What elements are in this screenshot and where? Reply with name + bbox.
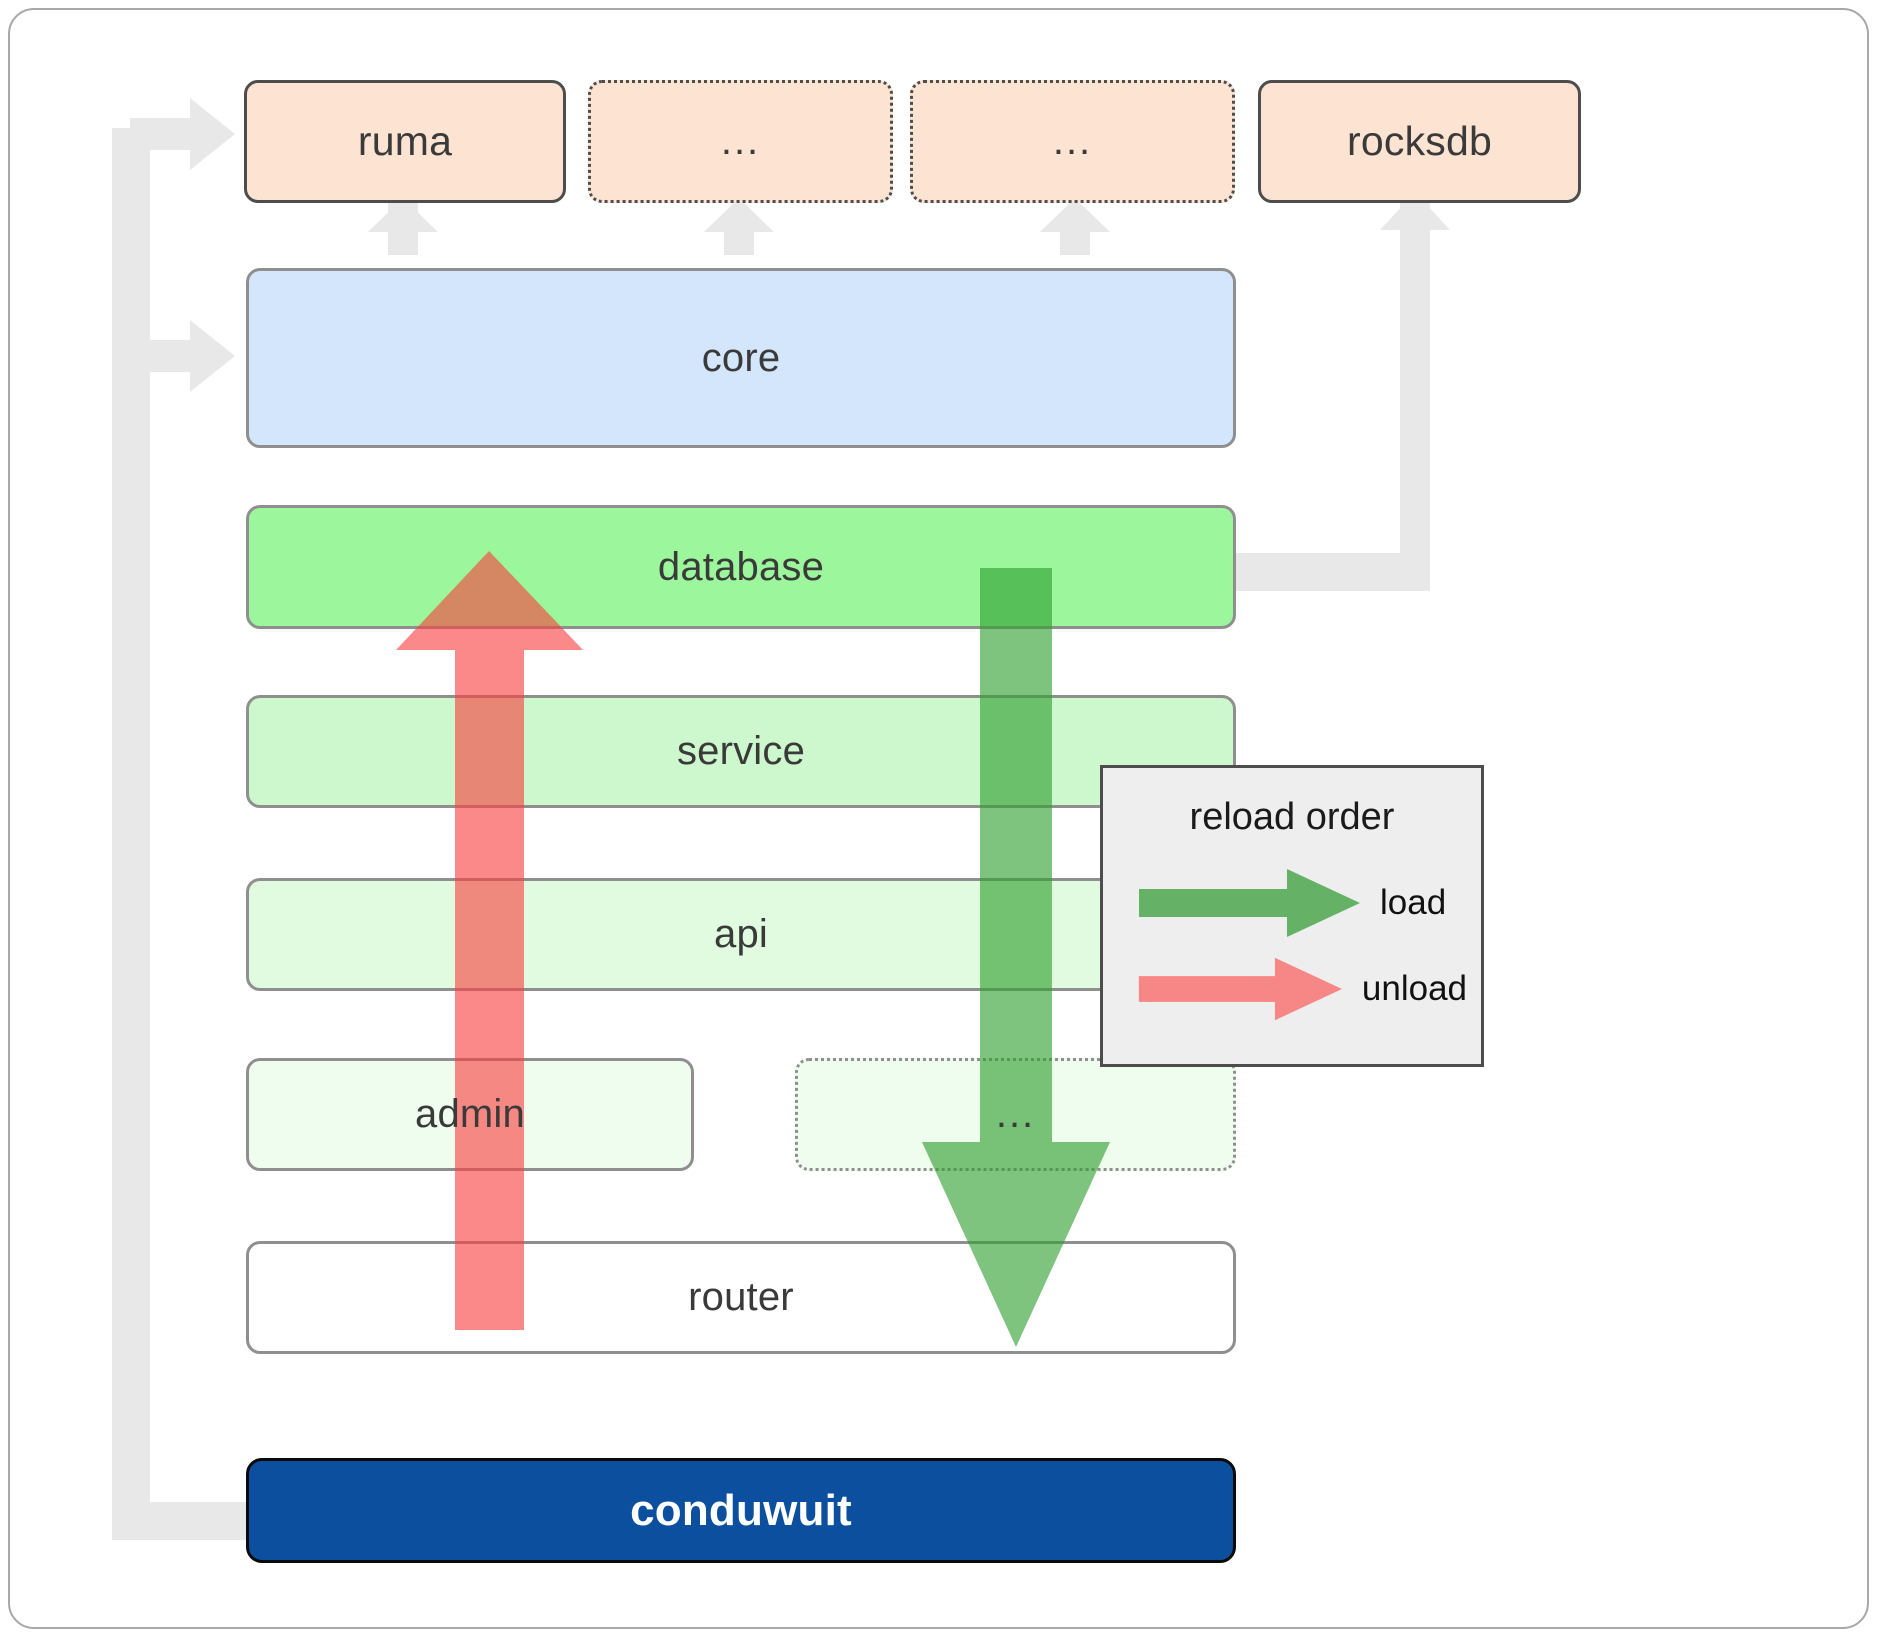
legend-load-arrow-icon [1139, 869, 1360, 937]
node-conduwuit[interactable]: conduwuit [246, 1458, 1236, 1563]
node-ext-placeholder-2[interactable]: ... [910, 80, 1235, 203]
node-core-label: core [701, 335, 781, 380]
legend-unload-label: unload [1361, 969, 1467, 1008]
node-router-label: router [688, 1275, 794, 1319]
node-admin-label: admin [415, 1092, 525, 1136]
legend-item-unload: unload [1137, 954, 1467, 1024]
legend-unload-arrow-icon [1138, 957, 1343, 1021]
node-ext-placeholder-2-label: ... [1052, 119, 1093, 163]
node-api[interactable]: api [246, 878, 1236, 991]
node-ruma-label: ruma [357, 118, 453, 164]
node-admin-placeholder-label: ... [995, 1092, 1036, 1136]
legend-item-load: load [1137, 868, 1467, 938]
legend-panel: reload order load unload [1100, 765, 1484, 1067]
node-ruma[interactable]: ruma [244, 80, 566, 203]
node-service[interactable]: service [246, 695, 1236, 808]
node-database[interactable]: database [246, 505, 1236, 629]
node-router[interactable]: router [246, 1241, 1236, 1354]
node-admin[interactable]: admin [246, 1058, 694, 1171]
legend-load-label: load [1380, 883, 1447, 922]
node-rocksdb-label: rocksdb [1347, 118, 1492, 164]
node-api-label: api [714, 912, 768, 956]
node-admin-placeholder[interactable]: ... [795, 1058, 1236, 1171]
node-ext-placeholder-1-label: ... [720, 119, 761, 163]
node-core[interactable]: core [246, 268, 1236, 448]
node-database-label: database [657, 544, 825, 589]
node-conduwuit-label: conduwuit [630, 1485, 852, 1535]
legend-title: reload order [1189, 796, 1395, 838]
node-ext-placeholder-1[interactable]: ... [588, 80, 893, 203]
node-service-label: service [676, 729, 806, 773]
node-rocksdb[interactable]: rocksdb [1258, 80, 1581, 203]
diagram-frame [8, 8, 1869, 1629]
